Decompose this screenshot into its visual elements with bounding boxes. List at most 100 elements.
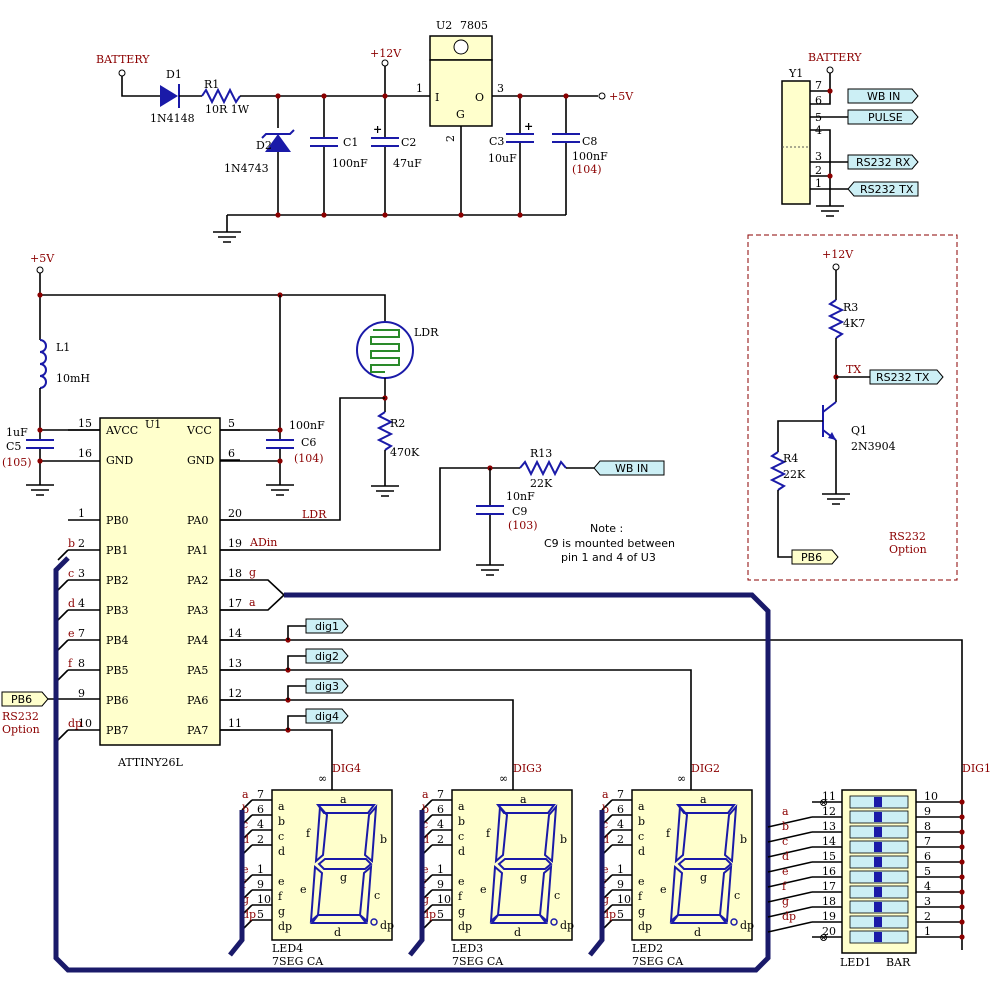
segment-e <box>489 864 504 924</box>
net-g: g <box>249 566 256 579</box>
u1-pin-number: 11 <box>228 717 242 730</box>
seg-pin-name: c <box>278 830 284 843</box>
u1-pin-name: PA5 <box>187 664 208 677</box>
no-connect-mark: ⊗ <box>819 931 828 944</box>
u1-pin-name: AVCC <box>105 424 138 437</box>
seg-pin-number: 7 <box>437 788 444 801</box>
bar-net-label: d <box>782 850 789 863</box>
rs232rx-tag: RS232 RX <box>856 156 911 169</box>
segment-g <box>317 858 373 870</box>
u1-pin-number: 6 <box>228 447 235 460</box>
segment-dp <box>370 918 378 926</box>
d1-ref: D1 <box>166 68 182 81</box>
bar-net-label: g <box>782 895 789 908</box>
u1-pin-name: PA3 <box>187 604 208 617</box>
wbin2-tag: WB IN <box>615 462 648 475</box>
bar-pin-left: 11 <box>822 790 836 803</box>
seg-letter: g <box>340 871 347 884</box>
seg-pin-name: d <box>638 845 645 858</box>
segment-bus <box>53 556 771 973</box>
seg-net: e <box>602 863 609 876</box>
bar-pin-right: 6 <box>924 850 931 863</box>
seg-pin-name: f <box>638 890 643 903</box>
plus5-label: +5V <box>609 90 634 103</box>
seg-pin-number: 10 <box>257 893 271 906</box>
dig1-tag: dig1 <box>315 620 339 633</box>
r1-ref: R1 <box>204 78 219 91</box>
u1-net-label: e <box>68 627 75 640</box>
y1-pin-numbers: 7 6 5 4 3 2 1 <box>815 79 822 190</box>
q1-ref: Q1 <box>851 424 867 437</box>
q1-value: 2N3904 <box>851 440 896 453</box>
bar-pin-right: 5 <box>924 865 931 878</box>
bar-pin-right: 10 <box>924 790 938 803</box>
segment-f <box>494 804 509 864</box>
bar-pin-left: 19 <box>822 910 836 923</box>
segment-e <box>669 864 684 924</box>
anode-symbol: ∞ <box>677 772 686 785</box>
bar-net-label: c <box>782 835 788 848</box>
y1-pin: 1 <box>815 177 822 190</box>
seg-letter: f <box>666 827 671 840</box>
bar-ref: BAR <box>886 956 911 969</box>
seg-pin-name: dp <box>638 920 652 933</box>
seg-net: d <box>422 833 429 846</box>
digit-net: DIG3 <box>513 762 542 775</box>
seg-pin-number: 5 <box>437 908 444 921</box>
seg-letter: g <box>700 871 707 884</box>
c2-value: 47uF <box>393 157 422 170</box>
u1-net-label: f <box>68 657 73 670</box>
u1-left-pins: 15AVCC16GND1PB02PB1b3PB2c4PB3d7PB4e8PB5f… <box>57 417 138 741</box>
u1-pin-number: 14 <box>228 627 242 640</box>
battery2-label: BATTERY <box>808 51 862 64</box>
u1-pin-number: 2 <box>78 537 85 550</box>
seg-letter: a <box>340 793 347 806</box>
u1-pin-name: PB1 <box>106 544 128 557</box>
seg-pin-name: c <box>638 830 644 843</box>
u1-pin-name: PA1 <box>187 544 208 557</box>
bar-pin-right: 1 <box>924 925 931 938</box>
u1-pin-number: 10 <box>78 717 92 730</box>
c9-ref: C9 <box>512 505 527 518</box>
display-type: 7SEG CA <box>272 955 324 968</box>
svg-text:+: + <box>524 120 533 133</box>
seg-letter: d <box>514 926 521 939</box>
digit-net: DIG2 <box>691 762 720 775</box>
seg-pin-name: e <box>638 875 645 888</box>
c9-value: 10nF <box>506 490 535 503</box>
connector-y1: BATTERY Y1 7 6 5 4 3 2 1 WB IN PULSE RS2… <box>781 51 919 217</box>
u1-pin-number: 20 <box>228 507 242 520</box>
seg-net: g <box>422 893 429 906</box>
c6-code: (104) <box>294 452 324 465</box>
segment-b <box>543 804 558 864</box>
u1-pin-name: PB7 <box>106 724 128 737</box>
seg-net: a <box>422 788 429 801</box>
u1-pin-name: PB4 <box>106 634 128 647</box>
c1-value: 100nF <box>332 157 368 170</box>
r2-value: 470K <box>390 446 420 459</box>
r3-ref: R3 <box>843 301 858 314</box>
seg-pin-number: 4 <box>257 818 264 831</box>
d2-ref: D2 <box>256 139 272 152</box>
r13-value: 22K <box>530 477 553 490</box>
c1-ref: C1 <box>343 136 358 149</box>
seg-letter: d <box>334 926 341 939</box>
mcu-u1 <box>99 417 221 746</box>
seg-net: a <box>242 788 249 801</box>
pulse-tag: PULSE <box>868 111 903 124</box>
bar-net-label: e <box>782 865 789 878</box>
r4-value: 22K <box>783 468 806 481</box>
seg-pin-name: g <box>638 905 645 918</box>
c5-ref: C5 <box>6 440 21 453</box>
seg-net: c <box>422 818 428 831</box>
dig3-tag: dig3 <box>315 680 339 693</box>
led1-ref: LED1 <box>840 956 871 969</box>
segment-e <box>309 864 324 924</box>
rs232opt-line1: RS232 <box>889 530 926 543</box>
display-ref: LED3 <box>452 942 483 955</box>
note-title: Note : <box>590 522 623 535</box>
seg-net: b <box>242 803 249 816</box>
y1-pin: 3 <box>815 150 822 163</box>
